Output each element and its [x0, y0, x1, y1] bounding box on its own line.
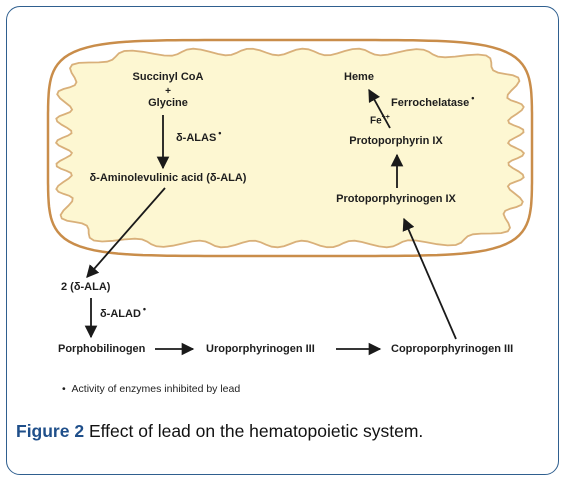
enzyme-alad: δ-ALAD• [100, 304, 147, 320]
mitochondrion-outer-membrane [46, 38, 534, 258]
legend-marker: • [62, 383, 66, 395]
node-heme: Heme [344, 71, 374, 83]
figure-caption: Figure 2 Effect of lead on the hematopoi… [16, 421, 423, 442]
node-glycine: Glycine [148, 97, 188, 109]
node-succinyl-coa: Succinyl CoA [132, 71, 204, 83]
node-porphobilinogen: Porphobilinogen [58, 343, 146, 355]
node-protoporphyrin: Protoporphyrin IX [349, 135, 443, 147]
enzyme-alas: δ-ALAS• [176, 128, 222, 144]
mitochondrion-inner-membrane [54, 47, 526, 249]
figure-label: Figure 2 [16, 421, 85, 441]
legend-note: • Activity of enzymes inhibited by lead [62, 383, 241, 395]
plus-sign: + [165, 86, 171, 97]
arrow-ala-to-two-ala [86, 187, 166, 278]
enzyme-ferrochelatase: Ferrochelatase• [391, 93, 475, 109]
inhibited-marker: • [142, 304, 147, 315]
inhibited-marker: • [471, 93, 475, 104]
arrow-protoporphyrin-to-heme [368, 88, 391, 129]
inhibited-marker: • [218, 128, 222, 139]
node-protoporphyrinogen: Protoporphyrinogen IX [336, 193, 456, 205]
arrow-coproporphyrinogen-to-protoporphyrinogen [402, 217, 457, 340]
node-uroporphyrinogen: Uroporphyrinogen III [206, 343, 315, 355]
caption-text: Effect of lead on the hematopoietic syst… [88, 421, 424, 441]
node-coproporphyrinogen: Coproporphyrinogen III [391, 343, 514, 355]
node-ala: δ-Aminolevulinic acid (δ-ALA) [89, 172, 247, 184]
node-two-ala: 2 (δ-ALA) [61, 281, 111, 293]
cofactor-fe: Fe++ [370, 114, 390, 127]
